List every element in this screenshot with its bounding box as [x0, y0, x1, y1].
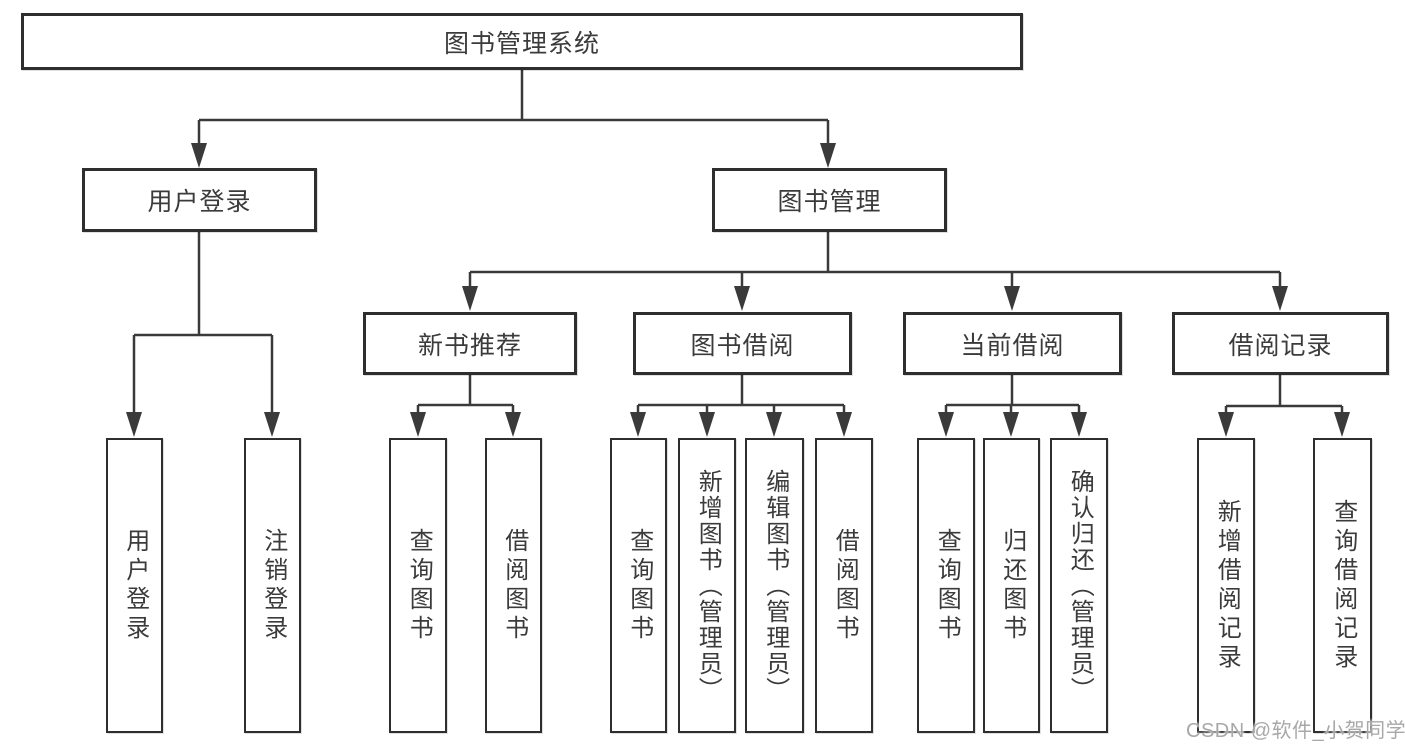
leaf-label: 确认归还（管理员） — [1066, 468, 1094, 703]
connector-book-borrow-to-leaves — [636, 375, 846, 416]
leaf-label: 新增图书（管理员） — [694, 468, 722, 703]
arrow-down-icon — [1272, 286, 1288, 311]
arrow-down-icon — [1071, 412, 1087, 437]
leaf-add-book-admin: 新增图书（管理员） — [678, 438, 736, 733]
leaf-label: 新增借阅记录 — [1213, 498, 1241, 673]
node-book-management: 图书管理 — [712, 168, 947, 232]
leaf-label: 借阅图书 — [831, 527, 859, 644]
leaf-query-book-current: 查询图书 — [917, 438, 975, 733]
leaf-borrow-book-newbook: 借阅图书 — [485, 438, 542, 733]
arrow-down-icon — [766, 412, 782, 437]
leaf-query-book-borrowing: 查询图书 — [610, 438, 667, 733]
leaf-label: 注销登录 — [259, 527, 287, 644]
node-current-borrowing: 当前借阅 — [903, 312, 1122, 375]
leaf-edit-book-admin: 编辑图书（管理员） — [745, 438, 804, 733]
arrow-down-icon — [410, 412, 426, 437]
arrow-down-icon — [126, 412, 142, 437]
connector-borrow-record-to-leaves — [1224, 375, 1344, 416]
leaf-return-book: 归还图书 — [983, 438, 1040, 733]
connector-new-book-to-leaves — [416, 375, 515, 416]
node-label: 图书管理 — [777, 188, 882, 216]
node-label: 图书借阅 — [690, 331, 795, 360]
arrow-down-icon — [630, 412, 646, 437]
csdn-watermark: CSDN @软件_小贺同学 — [1186, 720, 1405, 742]
arrow-down-icon — [938, 412, 954, 437]
arrow-down-icon — [264, 412, 280, 437]
arrow-down-icon — [505, 412, 521, 437]
leaf-label: 编辑图书（管理员） — [761, 468, 789, 703]
connector-user-login-to-leaves — [132, 232, 274, 415]
arrow-down-icon — [1334, 412, 1350, 437]
node-label: 当前借阅 — [960, 331, 1065, 360]
arrow-down-icon — [836, 412, 852, 437]
node-borrow-records: 借阅记录 — [1172, 312, 1389, 375]
node-book-borrowing: 图书借阅 — [633, 312, 852, 375]
leaf-logout: 注销登录 — [244, 438, 301, 733]
leaf-confirm-return-admin: 确认归还（管理员） — [1050, 438, 1108, 733]
leaf-query-borrow-record: 查询借阅记录 — [1313, 438, 1372, 733]
arrow-down-icon — [699, 412, 715, 437]
node-new-book-recommend: 新书推荐 — [363, 312, 577, 375]
leaf-label: 归还图书 — [998, 527, 1026, 644]
leaf-label: 查询图书 — [625, 527, 653, 644]
arrow-down-icon — [1003, 412, 1019, 437]
leaf-label: 查询借阅记录 — [1329, 498, 1357, 673]
leaf-query-book-newbook: 查询图书 — [389, 438, 447, 733]
leaf-label: 用户登录 — [121, 527, 149, 644]
leaf-user-login: 用户登录 — [106, 438, 163, 733]
node-label: 用户登录 — [147, 188, 252, 216]
node-label: 新书推荐 — [417, 331, 522, 360]
leaf-label: 借阅图书 — [500, 527, 528, 644]
connector-book-mgmt-to-level3 — [468, 232, 1282, 289]
connector-root-to-level2 — [197, 70, 830, 148]
leaf-borrow-book-borrowing: 借阅图书 — [815, 438, 873, 733]
leaf-label: 查询图书 — [405, 527, 433, 644]
leaf-add-borrow-record: 新增借阅记录 — [1197, 438, 1255, 733]
leaf-label: 查询图书 — [933, 527, 961, 644]
node-label: 图书管理系统 — [443, 29, 600, 58]
arrow-down-icon — [1218, 412, 1234, 437]
arrow-down-icon — [462, 286, 478, 311]
arrow-down-icon — [734, 286, 750, 311]
arrow-down-icon — [1004, 286, 1020, 311]
arrow-down-icon — [820, 143, 836, 168]
node-library-management-system: 图书管理系统 — [21, 13, 1023, 70]
arrow-down-icon — [191, 143, 207, 168]
node-user-login: 用户登录 — [82, 168, 317, 232]
connector-current-borrow-to-leaves — [944, 375, 1081, 416]
node-label: 借阅记录 — [1228, 331, 1333, 360]
